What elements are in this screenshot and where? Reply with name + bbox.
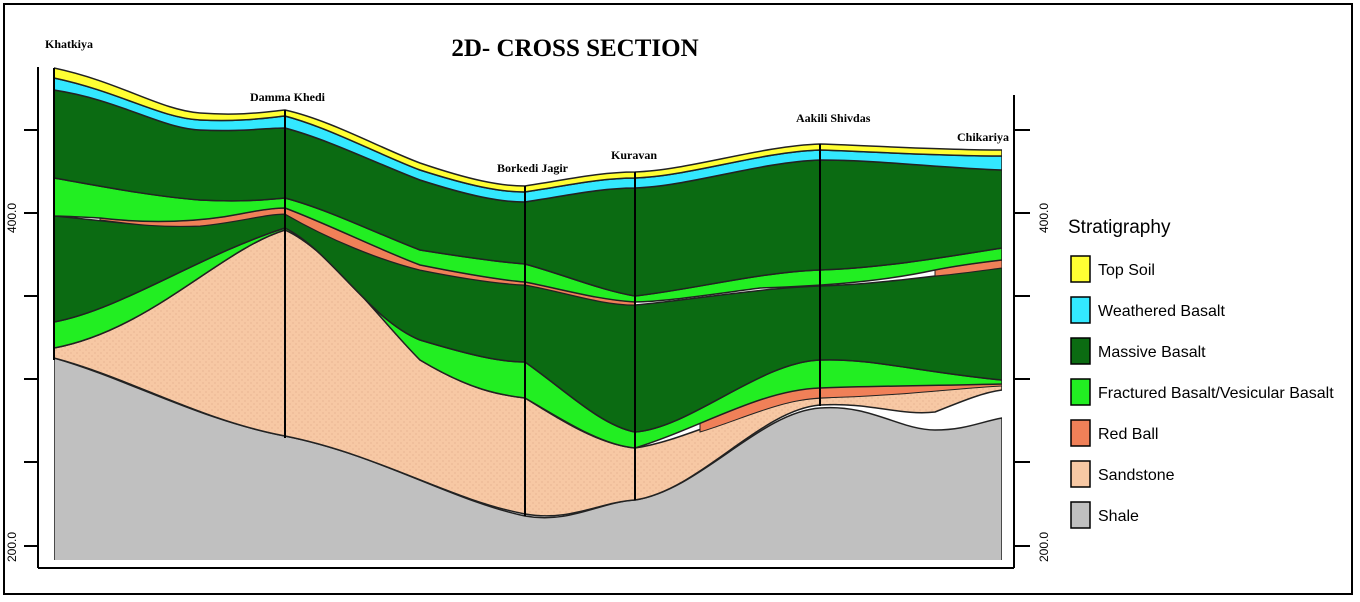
right-axis-label-200: 200.0 xyxy=(1037,532,1051,562)
legend-swatch xyxy=(1070,419,1091,447)
right-axis: 400.0 200.0 xyxy=(1013,95,1051,568)
left-axis-label-400: 400.0 xyxy=(5,203,19,233)
legend-label: Shale xyxy=(1098,508,1139,525)
legend-swatch xyxy=(1070,501,1091,529)
well-label-borkedi-jagir: Borkedi Jagir xyxy=(497,161,569,175)
well-label-damma-khedi: Damma Khedi xyxy=(250,90,326,104)
legend-swatch xyxy=(1070,460,1091,488)
legend-swatch xyxy=(1070,378,1091,406)
left-axis-label-200: 200.0 xyxy=(5,532,19,562)
legend-swatch xyxy=(1070,255,1091,283)
figure-frame xyxy=(3,3,1353,595)
diagram-title: 2D- CROSS SECTION xyxy=(451,35,698,62)
strata-layers xyxy=(54,67,1002,560)
legend-label: Weathered Basalt xyxy=(1098,303,1225,320)
well-label-chikariya: Chikariya xyxy=(957,130,1009,144)
legend-title: Stratigraphy xyxy=(1068,217,1171,238)
legend-label: Sandstone xyxy=(1098,467,1175,484)
well-lines xyxy=(53,68,821,516)
legend-label: Fractured Basalt/Vesicular Basalt xyxy=(1098,385,1334,402)
left-axis: 400.0 200.0 xyxy=(5,67,39,568)
well-label-kuravan: Kuravan xyxy=(611,148,657,162)
right-axis-label-400: 400.0 xyxy=(1037,203,1051,233)
layer-top-soil xyxy=(54,67,1002,193)
legend-label: Red Ball xyxy=(1098,426,1158,443)
legend-label: Top Soil xyxy=(1098,262,1155,279)
well-label-aakili-shivdas: Aakili Shivdas xyxy=(796,111,871,125)
legend-label: Massive Basalt xyxy=(1098,344,1206,361)
legend-swatch xyxy=(1070,337,1091,365)
well-label-khatkiya: Khatkiya xyxy=(45,37,93,51)
legend-swatch xyxy=(1070,296,1091,324)
